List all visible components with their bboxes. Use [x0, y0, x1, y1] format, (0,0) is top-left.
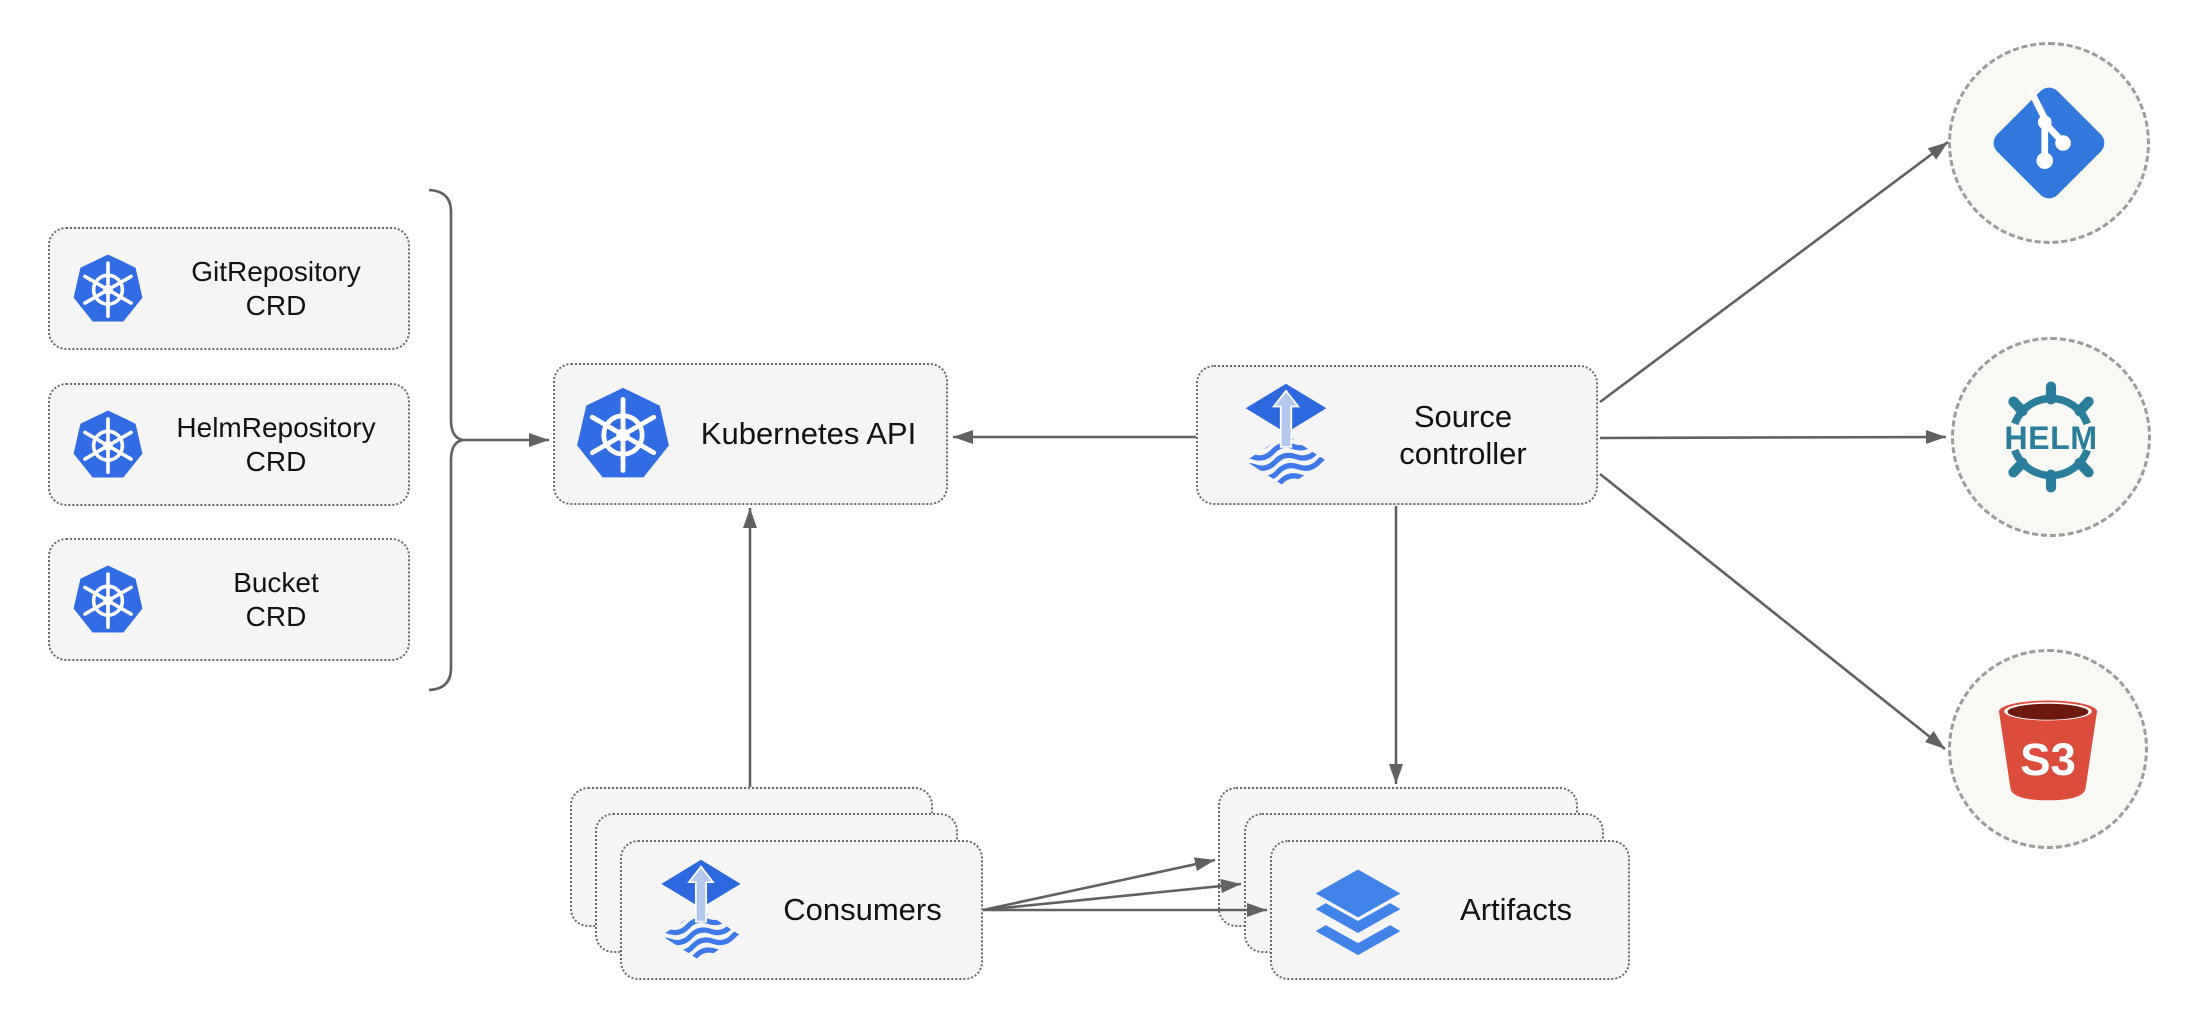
s3-circle: S3 — [1948, 649, 2148, 849]
crd-group-bracket — [428, 188, 464, 692]
layers-icon — [1312, 864, 1404, 956]
edge-source-controller-to-git — [1599, 140, 1949, 404]
s3-wordmark: S3 — [2020, 734, 2076, 785]
crd-kind: CRD — [245, 445, 307, 477]
crd-kind: CRD — [245, 600, 307, 632]
crd-name: HelmRepository — [176, 411, 376, 443]
crd-kind: CRD — [245, 289, 307, 321]
git-icon — [1988, 82, 2110, 204]
node-label: Artifacts — [1460, 892, 1572, 928]
helm-wordmark: HELM — [2004, 420, 2097, 456]
crd-name: GitRepository — [191, 255, 361, 287]
label-line2: controller — [1399, 436, 1527, 471]
kubernetes-icon — [72, 253, 144, 325]
kubernetes-icon — [72, 409, 144, 481]
node-artifacts: Artifacts — [1270, 840, 1630, 980]
node-gitrepository-crd: GitRepository CRD — [48, 227, 410, 350]
node-label: HelmRepository CRD — [144, 411, 408, 478]
git-circle — [1948, 42, 2150, 244]
edge-source-controller-to-helm — [1599, 430, 1947, 445]
node-bucket-crd: Bucket CRD — [48, 538, 410, 661]
helm-icon: HELM — [2004, 381, 2097, 493]
edge-consumers-to-artifacts-middle — [982, 879, 1242, 912]
node-label: Consumers — [783, 892, 942, 928]
kubernetes-icon — [72, 564, 144, 636]
flux-icon — [658, 858, 744, 963]
helm-circle: HELM — [1951, 337, 2151, 537]
edge-consumers-to-artifacts-back — [982, 857, 1216, 912]
node-kubernetes-api: Kubernetes API — [553, 363, 948, 505]
kubernetes-icon — [575, 386, 671, 482]
crd-name: Bucket — [233, 566, 319, 598]
node-label: Bucket CRD — [144, 566, 408, 633]
node-source-controller: Source controller — [1196, 365, 1598, 505]
label-line1: Source — [1413, 398, 1513, 434]
node-label: Kubernetes API — [700, 416, 917, 452]
node-helmrepository-crd: HelmRepository CRD — [48, 383, 410, 506]
flux-icon — [1242, 382, 1330, 489]
node-label: GitRepository CRD — [144, 255, 408, 322]
s3-bucket-icon: S3 — [1998, 700, 2098, 801]
edge-source-controller-to-s3 — [1599, 472, 1946, 751]
node-consumers: Consumers — [620, 840, 983, 980]
node-label: Source controller — [1330, 398, 1596, 472]
